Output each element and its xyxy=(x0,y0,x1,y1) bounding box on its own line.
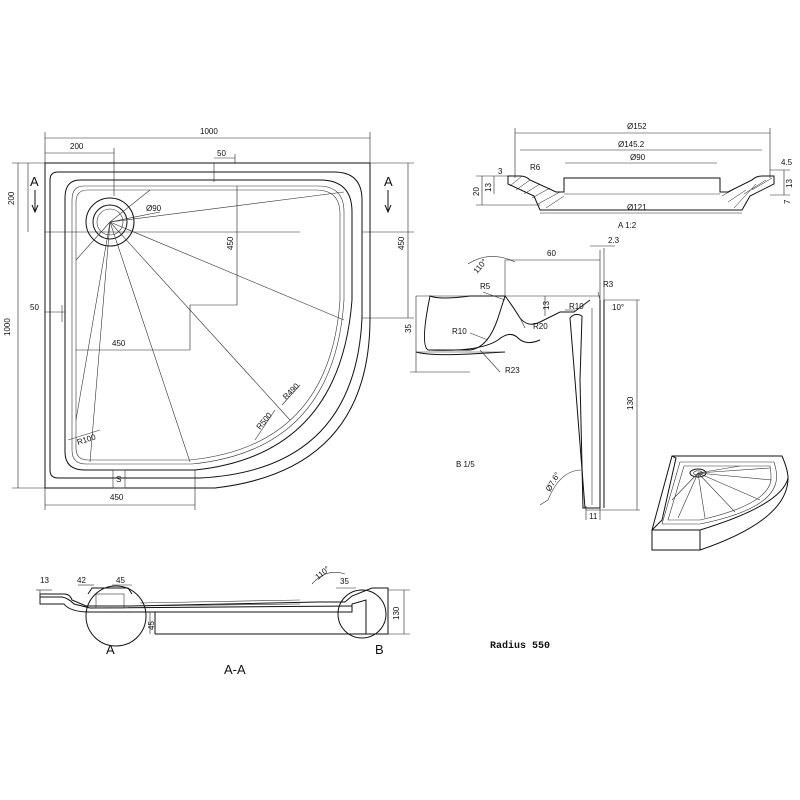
dim-b-r10a: R10 xyxy=(569,302,584,311)
dim-a-121: Ø121 xyxy=(627,203,647,212)
dim-a-r7: 7 xyxy=(783,199,792,204)
dim-offset-200: 200 xyxy=(70,142,84,151)
dim-b-r23: R23 xyxy=(505,366,520,375)
dim-aa-45b: 45 xyxy=(147,621,156,630)
dim-a-r13: 13 xyxy=(785,179,794,188)
s-mark: S xyxy=(116,475,121,484)
dim-a-152: Ø152 xyxy=(627,122,647,131)
dim-aa-35: 35 xyxy=(340,577,349,586)
dim-b-10deg: 10° xyxy=(612,303,624,312)
dim-b-r5: R5 xyxy=(480,282,491,291)
drain-inner xyxy=(92,204,128,240)
dim-a-45: 4.5 xyxy=(781,158,793,167)
dim-b-r10b: R10 xyxy=(452,327,467,336)
dim-width: 1000 xyxy=(200,127,218,136)
dim-b-13: 13 xyxy=(542,301,551,310)
tray-3d-view xyxy=(651,455,789,551)
section-aa-label: A-A xyxy=(224,662,246,677)
dim-aa-42: 42 xyxy=(77,576,86,585)
dim-inner-450-v: 450 xyxy=(226,236,235,250)
dim-b-35: 35 xyxy=(404,324,413,333)
dim-b-r20: R20 xyxy=(533,322,548,331)
section-aa-view: 13 42 45 110° 35 45 130 A B A-A xyxy=(36,564,410,677)
dim-b-60: 60 xyxy=(547,249,556,258)
dim-b-76: Ø7.6° xyxy=(544,471,562,493)
dim-inner-450-h: 450 xyxy=(112,339,126,348)
section-mark-a-left: A xyxy=(30,174,39,189)
section-mark-b: B xyxy=(375,642,384,657)
section-circle-a xyxy=(85,585,147,647)
detail-b-label: B 1/5 xyxy=(456,460,475,469)
detail-a-view: Ø152 Ø145.2 Ø90 Ø121 R6 20 13 3 4.5 13 7… xyxy=(472,122,794,230)
dim-a-90: Ø90 xyxy=(630,153,646,162)
dim-b-23: 2.3 xyxy=(608,236,620,245)
dim-aa-13: 13 xyxy=(40,576,49,585)
drain-outer xyxy=(85,197,135,247)
dim-offset-50: 50 xyxy=(217,149,226,158)
dim-a-145: Ø145.2 xyxy=(618,140,645,149)
section-circle-b xyxy=(337,589,387,639)
dim-b-130: 130 xyxy=(626,396,635,410)
dim-a-13: 13 xyxy=(484,183,493,192)
dim-aa-110: 110° xyxy=(314,564,332,581)
dim-aa-45: 45 xyxy=(116,576,125,585)
section-mark-a-right: A xyxy=(384,174,393,189)
detail-b-view: 110° 60 2.3 R5 R3 13 R10 10° 35 R10 R20 … xyxy=(404,236,640,521)
dim-a-r6: R6 xyxy=(530,163,541,172)
dim-b-11: 11 xyxy=(589,512,598,521)
section-mark-a: A xyxy=(106,642,115,657)
dim-r500: R500 xyxy=(255,410,275,431)
caption-radius: Radius 550 xyxy=(490,640,550,652)
detail-a-label: A 1:2 xyxy=(618,221,637,230)
dim-a-3: 3 xyxy=(498,167,503,176)
plan-view: 1000 200 50 Ø90 450 450 200 1000 50 450 … xyxy=(3,127,414,510)
dim-right-450: 450 xyxy=(397,236,406,250)
dim-b-110: 110° xyxy=(472,257,489,275)
dim-drain: Ø90 xyxy=(146,204,162,213)
dim-side-200: 200 xyxy=(7,191,16,205)
dim-side-1000: 1000 xyxy=(3,318,12,336)
dim-r490: R490 xyxy=(281,381,301,401)
dim-b-r3: R3 xyxy=(603,280,614,289)
dim-r100: R100 xyxy=(76,432,97,447)
dim-bottom-450: 450 xyxy=(110,493,124,502)
dim-a-20: 20 xyxy=(472,187,481,196)
dim-side-50: 50 xyxy=(30,303,39,312)
dim-aa-130: 130 xyxy=(392,606,401,620)
